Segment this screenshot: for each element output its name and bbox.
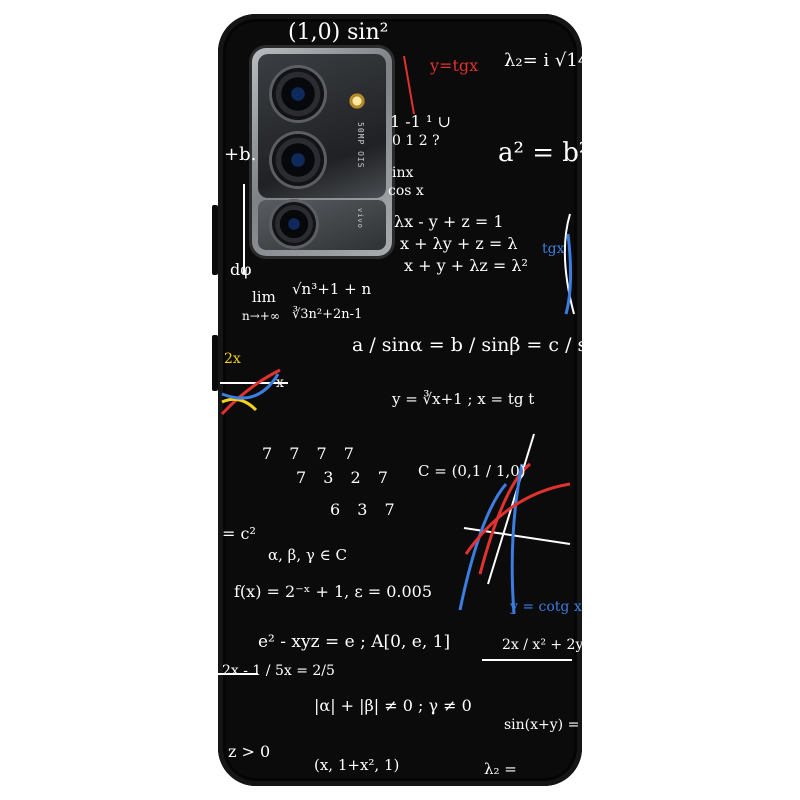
- formula-f30: e² - xyz = e ; A[0, e, 1]: [258, 632, 451, 652]
- camera-lower-panel: vivo: [258, 200, 386, 250]
- formula-f23: 7 7 7 7: [262, 444, 360, 463]
- formula-f14: dφ: [230, 260, 252, 279]
- camera-sub-label: vivo: [356, 208, 364, 229]
- formula-f12: x + y + λz = λ²: [404, 256, 528, 275]
- formula-f29: f(x) = 2⁻ˣ + 1, ε = 0.005: [234, 582, 433, 601]
- formula-f25: 6 3 7: [330, 500, 401, 519]
- formula-f22: y = ∛x+1 ; x = tg t: [392, 390, 535, 408]
- formula-f16: n→+∞: [242, 309, 280, 323]
- formula-f35: y = cotg x: [510, 599, 582, 615]
- formula-f37: (x, 1+x², 1): [314, 756, 400, 774]
- formula-f03: λ₂= i √14: [504, 50, 582, 71]
- formula-f11: x + λy + z = λ: [400, 234, 518, 253]
- formula-f21: x: [276, 375, 284, 391]
- formula-f02: y=tgx: [430, 56, 479, 75]
- formula-f36: z > 0: [228, 742, 271, 761]
- phone-case: 50MP OIS vivo (1,0) sin² y=tgx λ₂= i √14…: [218, 14, 582, 786]
- main-lens-icon: [272, 68, 324, 120]
- camera-module: 50MP OIS vivo: [252, 48, 392, 256]
- formula-f28: α, β, γ ∈ C: [268, 546, 347, 564]
- formula-f05: 0 1 2 ?: [392, 133, 440, 149]
- formula-f04: 1 -1 ¹ ∪: [390, 112, 451, 131]
- graph-sketches: [218, 55, 575, 675]
- formula-f20: 2x: [224, 351, 241, 367]
- formula-f18: ∛3n²+2n-1: [292, 307, 363, 322]
- formula-f13: tgx: [542, 241, 565, 257]
- formula-f27: = c²: [222, 524, 256, 543]
- formula-f19: a / sinα = b / sinβ = c / sinγ: [352, 334, 582, 356]
- camera-island: 50MP OIS: [258, 54, 386, 198]
- formula-f38: λ₂ =: [484, 760, 517, 778]
- secondary-lens-icon: [272, 134, 324, 186]
- flash-icon: [348, 92, 366, 110]
- formula-f33: |α| + |β| ≠ 0 ; γ ≠ 0: [314, 696, 472, 715]
- formula-f34: sin(x+y) =: [504, 717, 580, 733]
- formula-f31: 2x / x² + 2y²: [502, 637, 582, 653]
- formula-f09: cos x: [388, 183, 424, 199]
- camera-module-label: 50MP OIS: [356, 122, 365, 169]
- formula-f06: a² = b²: [498, 138, 582, 168]
- formula-f10: λx - y + z = 1: [394, 212, 504, 231]
- volume-button: [212, 205, 218, 275]
- formula-f32: 2x - 1 / 5x = 2/5: [222, 663, 335, 679]
- formula-f17: √n³+1 + n: [292, 280, 372, 298]
- formula-f07: +b.: [224, 144, 257, 165]
- formula-f08: inx: [392, 165, 414, 181]
- formula-f24: 7 3 2 7: [296, 468, 394, 487]
- side-button: [212, 335, 218, 391]
- tertiary-lens-icon: [272, 202, 316, 246]
- formula-f26: C = (0,1 / 1,0): [418, 462, 526, 480]
- formula-f01: (1,0) sin²: [288, 20, 389, 45]
- formula-f15: lim: [252, 288, 276, 306]
